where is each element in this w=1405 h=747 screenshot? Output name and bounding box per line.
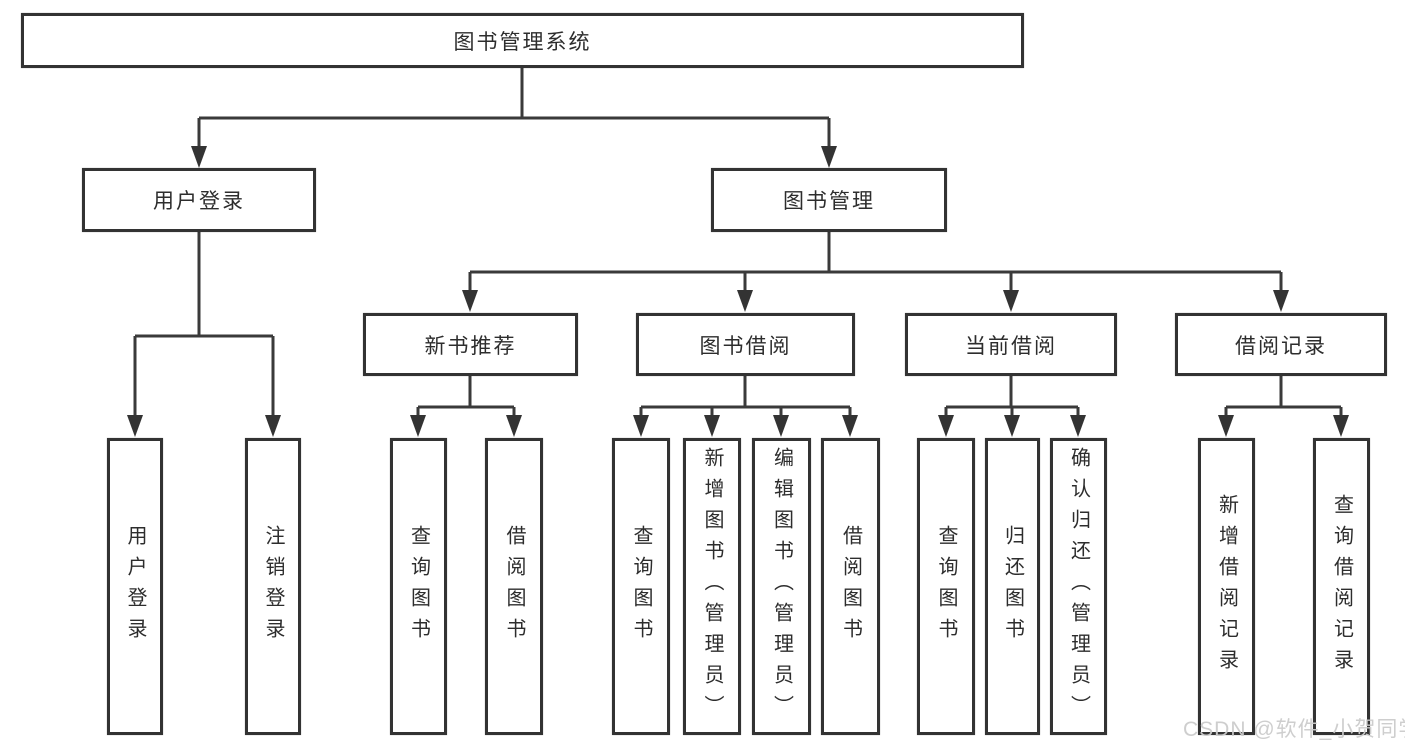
leaf-borrowing-borrow-books: 借阅图书 xyxy=(821,438,880,735)
leaf-recommend-borrow-books-label: 借阅图书 xyxy=(503,524,525,649)
csdn-watermark: CSDN @软件_小贺同学 xyxy=(1183,718,1405,741)
node-borrowing-records: 借阅记录 xyxy=(1175,313,1387,376)
leaf-confirm-return-admin: 确认归还（管理员） xyxy=(1050,438,1107,735)
leaf-return-books-label: 归还图书 xyxy=(1001,524,1024,649)
leaf-current-query-books: 查询图书 xyxy=(917,438,975,735)
leaf-edit-book-admin: 编辑图书（管理员） xyxy=(752,438,811,735)
leaf-user-login-label: 用户登录 xyxy=(124,524,146,649)
leaf-query-borrow-record-label: 查询借阅记录 xyxy=(1330,493,1353,680)
leaf-logout-login-label: 注销登录 xyxy=(262,524,284,649)
leaf-recommend-query-books: 查询图书 xyxy=(390,438,447,735)
leaf-add-book-admin-label: 新增图书（管理员） xyxy=(701,447,723,726)
leaf-confirm-return-admin-label: 确认归还（管理员） xyxy=(1067,447,1090,726)
node-book-borrowing: 图书借阅 xyxy=(636,313,855,376)
leaf-borrowing-query-books-label: 查询图书 xyxy=(630,524,652,649)
arrowhead-icons xyxy=(127,146,1349,437)
leaf-return-books: 归还图书 xyxy=(985,438,1040,735)
node-user-login: 用户登录 xyxy=(82,168,316,232)
node-new-book-recommendation: 新书推荐 xyxy=(363,313,578,376)
leaf-current-query-books-label: 查询图书 xyxy=(935,524,957,649)
leaf-add-borrow-record: 新增借阅记录 xyxy=(1198,438,1255,735)
leaf-edit-book-admin-label: 编辑图书（管理员） xyxy=(770,447,793,726)
leaf-add-book-admin: 新增图书（管理员） xyxy=(683,438,741,735)
node-library-system: 图书管理系统 xyxy=(21,13,1024,68)
leaf-recommend-query-books-label: 查询图书 xyxy=(407,524,430,649)
node-book-management: 图书管理 xyxy=(711,168,947,232)
leaf-user-login: 用户登录 xyxy=(107,438,163,735)
leaf-borrowing-query-books: 查询图书 xyxy=(612,438,670,735)
leaf-add-borrow-record-label: 新增借阅记录 xyxy=(1215,493,1238,680)
node-current-borrowing: 当前借阅 xyxy=(905,313,1117,376)
leaf-logout-login: 注销登录 xyxy=(245,438,301,735)
leaf-query-borrow-record: 查询借阅记录 xyxy=(1313,438,1370,735)
leaf-borrowing-borrow-books-label: 借阅图书 xyxy=(839,524,862,649)
leaf-recommend-borrow-books: 借阅图书 xyxy=(485,438,543,735)
